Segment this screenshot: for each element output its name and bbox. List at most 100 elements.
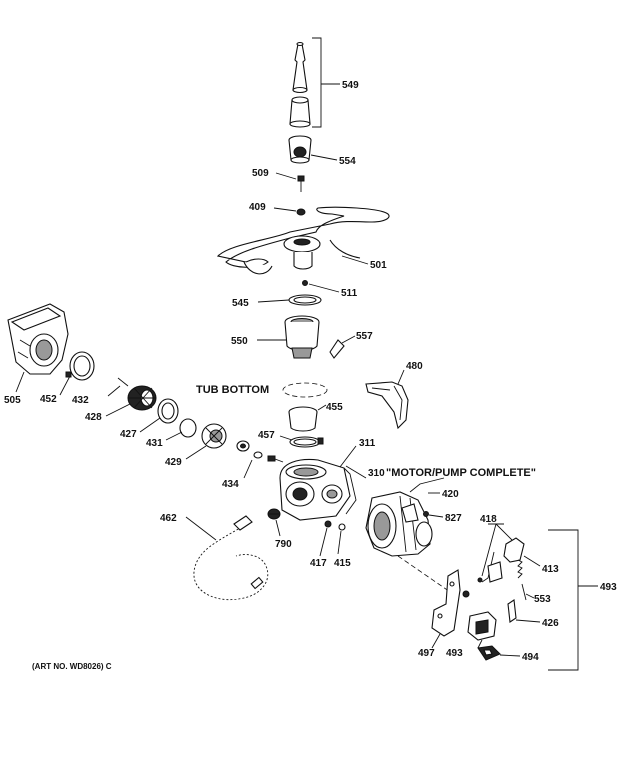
callout-501: 501 <box>370 260 387 271</box>
tub-bottom-outline <box>282 382 328 398</box>
leader-553 <box>525 593 535 599</box>
bracket-497-part <box>431 569 461 637</box>
leader-426 <box>515 619 541 623</box>
leader-311 <box>339 445 357 468</box>
leader-497 <box>431 633 441 649</box>
callout-462: 462 <box>160 513 177 524</box>
filter-790-part <box>267 508 281 520</box>
callout-511: 511 <box>341 288 358 299</box>
pin-553-part <box>521 583 527 601</box>
leader-432b <box>107 385 121 397</box>
callout-480: 480 <box>406 361 423 372</box>
callout-431: 431 <box>146 438 163 449</box>
leader-415 <box>337 530 342 555</box>
callout-554: 554 <box>339 156 356 167</box>
callout-420: 420 <box>442 489 459 500</box>
leader-452 <box>59 375 71 396</box>
impeller-429-part <box>201 423 227 449</box>
leader-505 <box>15 371 25 393</box>
callout-455: 455 <box>326 402 343 413</box>
clip-493-part <box>467 611 497 641</box>
screw-509-part <box>297 175 305 192</box>
callout-557: 557 <box>356 331 373 342</box>
ring-431-part <box>179 418 197 438</box>
ring-427-part <box>157 398 179 424</box>
leader-494 <box>499 654 521 657</box>
callout-427: 427 <box>120 429 137 440</box>
leader-431 <box>165 431 183 441</box>
leader-417 <box>319 527 328 557</box>
leader-493b <box>477 639 483 649</box>
ball-511-part <box>302 280 308 286</box>
bracket-493 <box>548 529 579 671</box>
callout-505: 505 <box>4 395 21 406</box>
ring-452-part <box>65 351 95 381</box>
callout-827: 827 <box>445 513 462 524</box>
wire-420-part <box>409 477 445 493</box>
leader-413 <box>523 555 541 567</box>
leader-428 <box>105 403 131 417</box>
callout-426: 426 <box>542 618 559 629</box>
filter-428-part <box>127 385 157 411</box>
spray-tower-part <box>292 41 308 94</box>
callout-497: 497 <box>418 648 435 659</box>
callout-452: 452 <box>40 394 57 405</box>
leader-557 <box>341 335 356 344</box>
callout-434: 434 <box>222 479 239 490</box>
leader-455 <box>317 404 327 411</box>
callout-413: 413 <box>542 564 559 575</box>
leader-790 <box>275 519 281 537</box>
leader-310 <box>345 465 367 479</box>
callout-494: 494 <box>522 652 539 663</box>
callout-432: 432 <box>72 395 89 406</box>
seal-545-part <box>288 294 322 306</box>
motor-pump-label: "MOTOR/PUMP COMPLETE" <box>386 467 536 479</box>
spray-tube-part <box>289 96 311 128</box>
leader-427 <box>139 417 161 433</box>
clip-494-part <box>477 645 501 661</box>
leader-434 <box>243 459 253 479</box>
pin-426-part <box>507 599 517 623</box>
switch-418-part <box>477 537 525 583</box>
leader-827 <box>428 514 444 518</box>
shroud-480-part <box>365 381 409 430</box>
screw-497-part <box>462 590 470 598</box>
leader-501 <box>341 255 369 265</box>
pump-body-311-part <box>279 458 357 521</box>
leader-457 <box>279 435 293 441</box>
callout-545: 545 <box>232 298 249 309</box>
bolt-417-part <box>324 520 332 528</box>
hose-462-part <box>192 515 270 602</box>
tub-bottom-label: TUB BOTTOM <box>196 384 269 396</box>
sump-505-part <box>7 303 69 375</box>
leader-432 <box>117 377 129 387</box>
callout-493-lower: 493 <box>446 648 463 659</box>
leader-462 <box>185 516 217 541</box>
spray-arm-501-part <box>216 206 390 275</box>
leader-545 <box>257 299 290 303</box>
callout-457: 457 <box>258 430 275 441</box>
seal-455-part <box>288 406 318 432</box>
callout-553: 553 <box>534 594 551 605</box>
bracket-549 <box>312 37 322 128</box>
motor-part <box>365 491 433 557</box>
callout-310: 310 <box>368 468 385 479</box>
clip-557-part <box>329 339 345 359</box>
callout-550: 550 <box>231 336 248 347</box>
washer-409-part <box>296 208 306 216</box>
washer-415-part <box>338 523 346 531</box>
art-number-caption: (ART NO. WD8026) C <box>32 662 112 671</box>
callout-311: 311 <box>359 438 376 449</box>
leader-480 <box>397 369 405 385</box>
leader-418 <box>481 523 513 577</box>
leader-429 <box>185 445 207 460</box>
leader-511 <box>308 283 340 293</box>
spring-413-part <box>517 559 523 579</box>
leader-409 <box>273 207 297 212</box>
callout-415: 415 <box>334 558 351 569</box>
leader-554 <box>310 154 338 161</box>
callout-790: 790 <box>275 539 292 550</box>
callout-493-right: 493 <box>600 582 617 593</box>
